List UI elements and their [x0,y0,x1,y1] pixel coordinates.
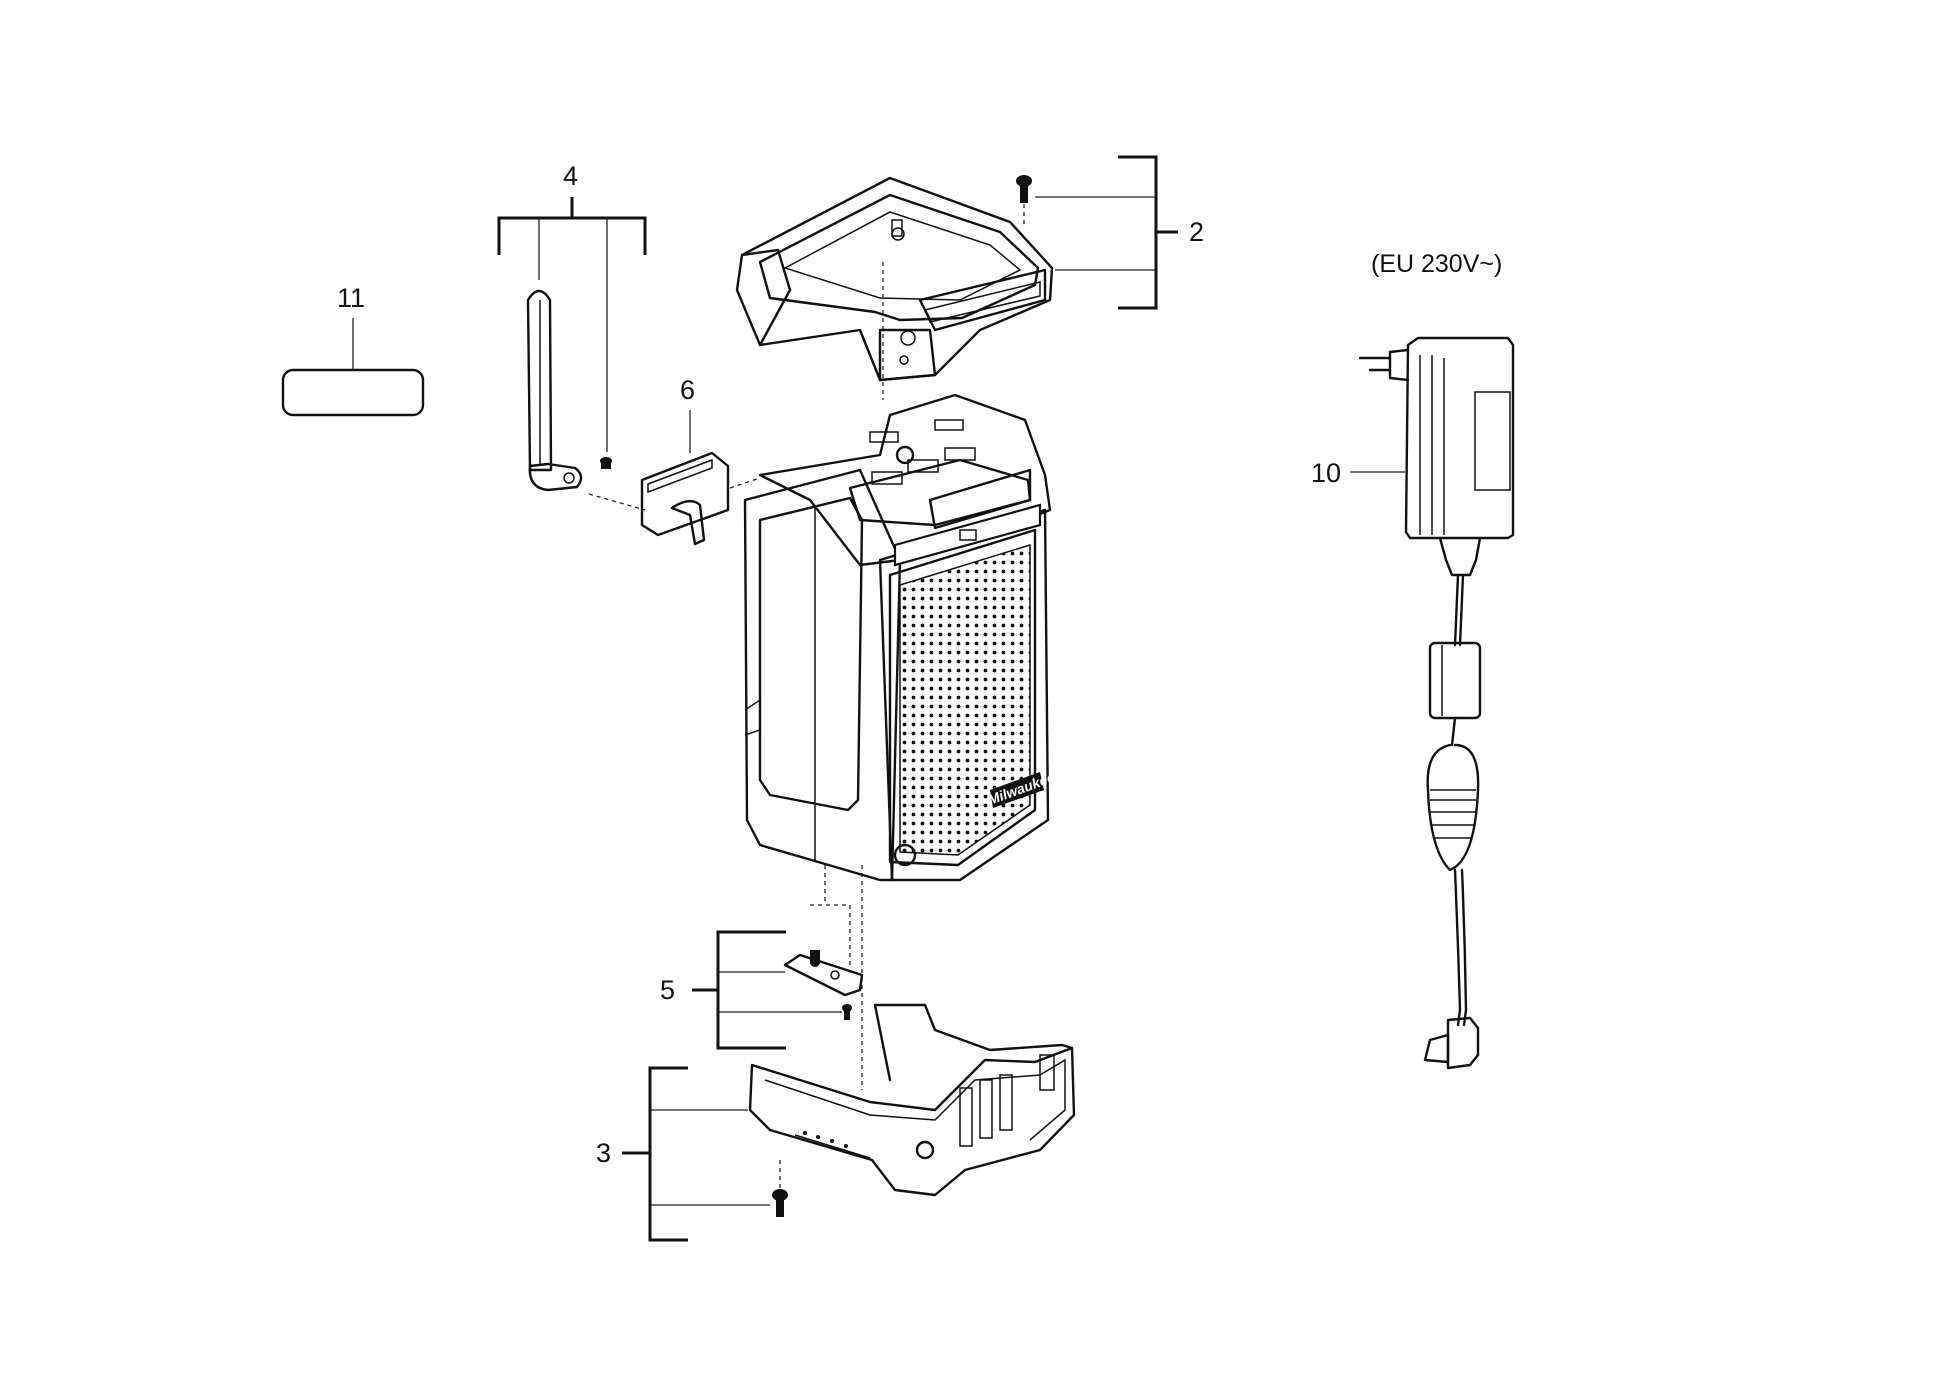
port-cover-part [640,410,761,546]
callout-6: 6 [680,375,696,405]
callout-2: 2 [1189,217,1205,247]
callout-5: 5 [660,975,676,1005]
top-frame-part [735,155,1178,400]
label-plate [281,318,425,417]
mounting-plate-part [692,904,864,1050]
antenna-screw [600,457,612,469]
callout-3: 3 [596,1138,612,1168]
antenna-part [497,197,647,511]
speaker-body: Milwaukee [743,393,1057,1090]
callout-4: 4 [563,161,579,191]
top-frame-screw [1016,175,1032,203]
plate-screw [842,1004,852,1020]
callout-10: 10 [1311,458,1342,488]
bottom-base-part [622,1003,1076,1242]
voltage-note: (EU 230V~) [1371,250,1503,278]
base-screw [772,1189,788,1217]
callout-11: 11 [337,283,366,313]
power-adapter-part [1350,336,1515,1070]
